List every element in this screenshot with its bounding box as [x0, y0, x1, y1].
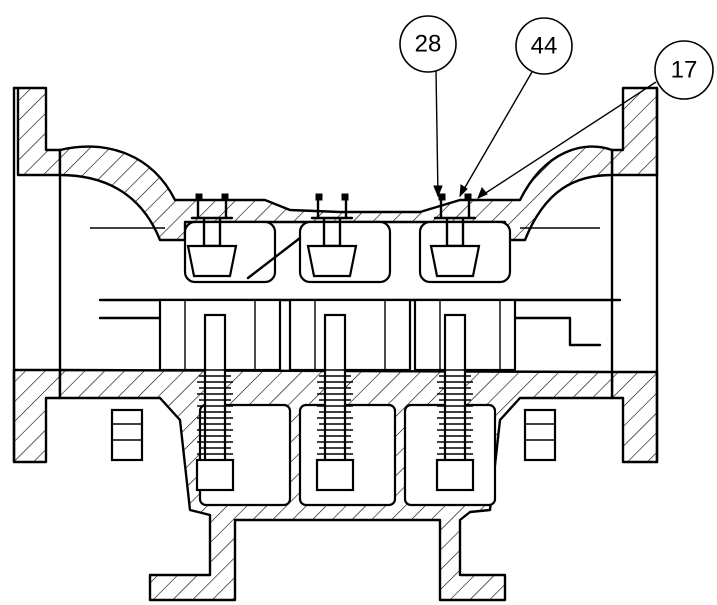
leader-17 — [477, 81, 657, 199]
left-flange — [12, 86, 62, 464]
callout-28-label: 28 — [415, 31, 442, 58]
side-bolts — [110, 408, 557, 462]
callout-28: 28 — [399, 15, 457, 73]
callout-17: 17 — [654, 40, 714, 100]
right-flange — [610, 86, 659, 464]
leader-44 — [459, 71, 533, 197]
leader-28 — [435, 69, 439, 197]
callout-leaders — [433, 69, 657, 199]
pilot-stems — [186, 193, 481, 278]
mid-plate — [98, 298, 622, 372]
callout-44-label: 44 — [531, 33, 558, 60]
valve-springs — [195, 313, 475, 492]
callout-17-label: 17 — [671, 57, 698, 84]
callout-44: 44 — [515, 17, 573, 75]
